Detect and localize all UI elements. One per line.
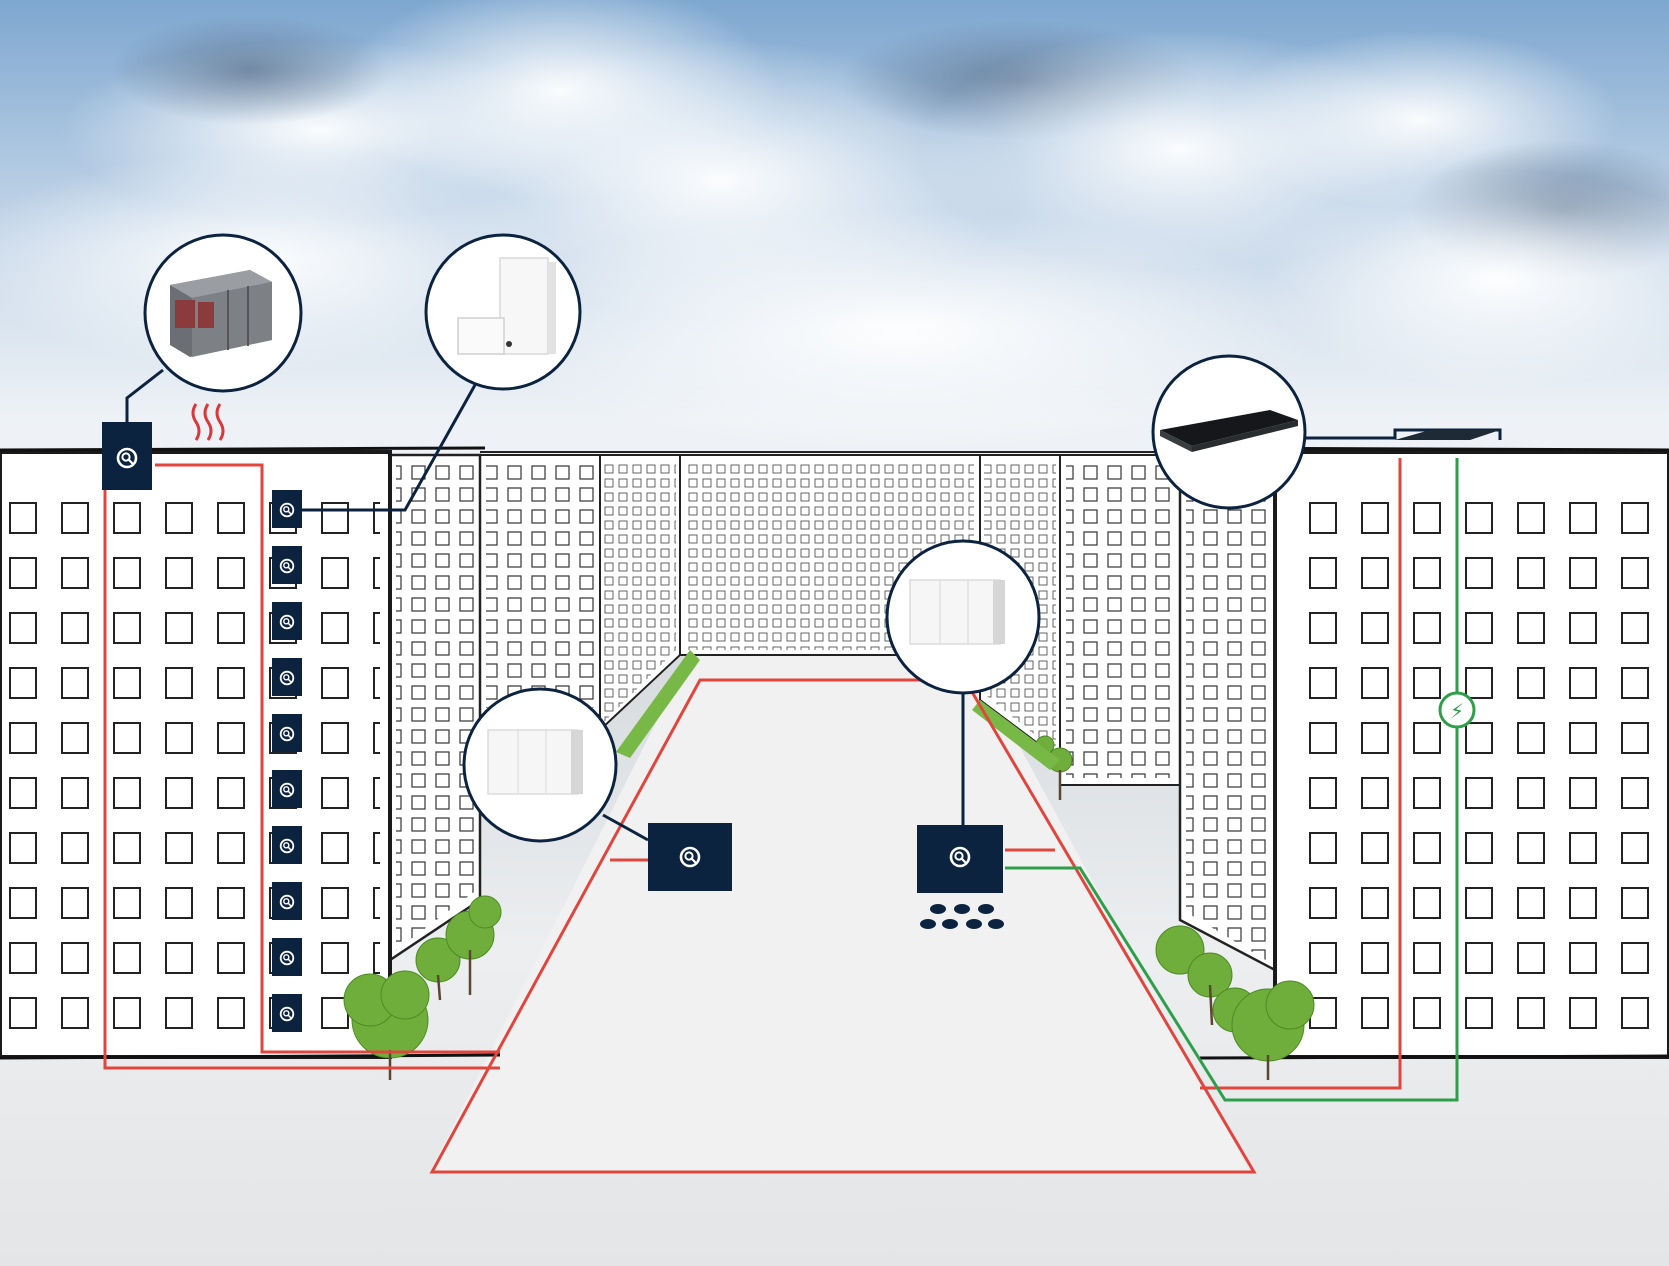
floor-controller-node-5[interactable]: [272, 714, 302, 752]
wall-unit-icon: [488, 730, 583, 794]
floor-controller-node-1[interactable]: [272, 490, 302, 528]
floor-controller-node-7[interactable]: [272, 826, 302, 864]
floor-controller-node-4[interactable]: [272, 658, 302, 696]
lightning-icon: ⚡: [1450, 699, 1464, 723]
callout-solar-panel[interactable]: [1153, 356, 1305, 508]
floor-controller-node-8[interactable]: [272, 882, 302, 920]
floor-controller-node-6[interactable]: [272, 770, 302, 808]
callout-ahu-unit[interactable]: [145, 235, 301, 391]
ground-controller-left[interactable]: [648, 823, 732, 891]
callout-indoor-unit-center[interactable]: [887, 541, 1039, 693]
ground-controller-center[interactable]: [917, 825, 1003, 893]
callout-indoor-unit-tall[interactable]: [426, 235, 580, 389]
floor-controller-node-10[interactable]: [272, 994, 302, 1032]
floor-controller-node-3[interactable]: [272, 602, 302, 640]
wall-unit-icon: [910, 580, 1005, 644]
floor-controller-node-9[interactable]: [272, 938, 302, 976]
roof-controller-node[interactable]: [102, 422, 152, 490]
callout-indoor-unit-left[interactable]: [464, 689, 616, 841]
floor-controller-node-2[interactable]: [272, 546, 302, 584]
